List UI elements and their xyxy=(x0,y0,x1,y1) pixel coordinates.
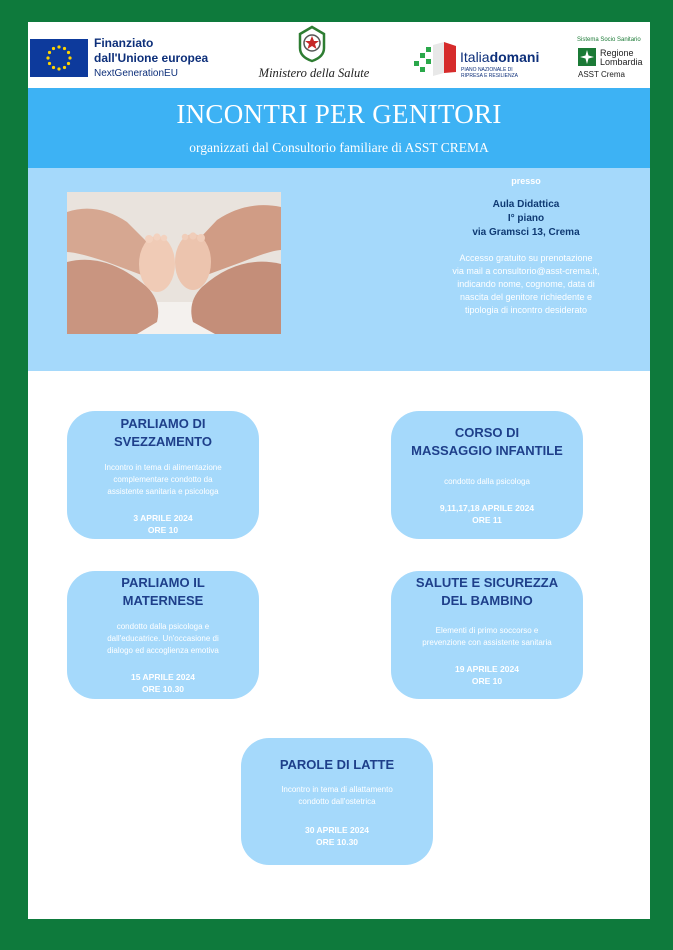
event-card-maternese: PARLIAMO IL MATERNESE condotto dalla psi… xyxy=(67,571,259,699)
access-line-2: via mail a consultorio@asst-crema.it, xyxy=(452,266,600,276)
event-title-line-2: DEL BAMBINO xyxy=(441,593,533,608)
event-desc-line-3: dialogo ed accoglienza emotiva xyxy=(107,646,219,655)
event-date: 19 APRILE 2024 xyxy=(455,664,519,674)
eu-flag-icon xyxy=(30,39,88,77)
baby-feet-photo xyxy=(67,192,281,334)
italia-name-regular: Italia xyxy=(460,49,490,65)
italia-domani-icon xyxy=(414,42,456,76)
eu-line-2: dall'Unione europea xyxy=(94,51,209,65)
access-line-5: tipologia di incontro desiderato xyxy=(464,305,588,315)
event-title-line-1: PARLIAMO IL xyxy=(121,575,205,590)
event-title: PARLIAMO DI SVEZZAMENTO xyxy=(81,415,245,451)
event-description: Incontro in tema di allattamento condott… xyxy=(255,784,419,808)
event-date: 9,11,17,18 APRILE 2024 xyxy=(439,503,535,513)
italia-domani-subtitle: PIANO NAZIONALE DI RIPRESA E RESILIENZA xyxy=(461,67,518,79)
event-title-line-2: MATERNESE xyxy=(122,593,204,608)
event-title: PARLIAMO IL MATERNESE xyxy=(81,574,245,610)
event-time: ORE 10.30 xyxy=(141,684,185,694)
event-desc-line-2: dall'educatrice. Un'occasione di xyxy=(107,634,219,643)
regione-name-line-2: Lombardia xyxy=(600,57,643,67)
page-title: INCONTRI PER GENITORI xyxy=(176,99,502,129)
italia-domani-name: Italiadomani xyxy=(460,49,539,65)
event-time: ORE 10 xyxy=(147,525,179,535)
event-time: ORE 10 xyxy=(471,676,503,686)
event-title-line-1: SALUTE E SICUREZZA xyxy=(415,575,559,590)
italia-name-bold: domani xyxy=(489,49,540,65)
event-title: PAROLE DI LATTE xyxy=(255,756,419,774)
address-line-1: Aula Didattica xyxy=(492,199,560,210)
regione-system-label: Sistema Socio Sanitario xyxy=(577,37,641,43)
event-title-line-2: SVEZZAMENTO xyxy=(114,434,212,449)
address-line-2: I° piano xyxy=(507,213,545,224)
event-title-line-1: PARLIAMO DI xyxy=(120,416,206,431)
event-title: SALUTE E SICUREZZA DEL BAMBINO xyxy=(405,574,569,610)
info-band: presso Aula Didattica I° piano via Grams… xyxy=(28,168,650,371)
event-desc-line-2: prevenzione con assistente sanitaria xyxy=(422,638,552,647)
access-line-4: nascita del genitore richiedente e xyxy=(459,292,593,302)
event-description: Incontro in tema di alimentazione comple… xyxy=(81,462,245,498)
ministry-logo-text: Ministero della Salute xyxy=(258,66,370,80)
event-desc-line-1: condotto dalla psicologa xyxy=(444,477,530,486)
page-subtitle: organizzati dal Consultorio familiare di… xyxy=(189,140,489,155)
event-description: condotto dalla psicologa e dall'educatri… xyxy=(81,621,245,657)
event-desc-line-2: condotto dall'ostetrica xyxy=(298,797,376,806)
eu-line-3: NextGenerationEU xyxy=(94,68,178,79)
event-card-parole-di-latte: PAROLE DI LATTE Incontro in tema di alla… xyxy=(241,738,433,865)
regione-name: Regione Lombardia xyxy=(600,49,643,67)
flyer-page: Finanziato dall'Unione europea NextGener… xyxy=(28,22,650,919)
event-title: CORSO DI MASSAGGIO INFANTILE xyxy=(405,424,569,460)
event-time: ORE 10.30 xyxy=(315,837,359,847)
event-card-massaggio: CORSO DI MASSAGGIO INFANTILE condotto da… xyxy=(391,411,583,539)
regione-lombardia-icon xyxy=(578,48,596,66)
event-date: 15 APRILE 2024 xyxy=(131,672,195,682)
address-block: Aula Didattica I° piano via Gramsci 13, … xyxy=(406,198,646,240)
access-line-3: indicando nome, cognome, data di xyxy=(457,279,595,289)
access-info: Accesso gratuito su prenotazione via mai… xyxy=(406,252,646,317)
location-info: presso Aula Didattica I° piano via Grams… xyxy=(406,176,646,317)
event-title-line-1: CORSO DI xyxy=(454,425,520,440)
italian-emblem-icon xyxy=(298,25,326,63)
access-line-1: Accesso gratuito su prenotazione xyxy=(459,253,593,263)
event-desc-line-1: Incontro in tema di allattamento xyxy=(281,785,393,794)
event-desc-line-1: Incontro in tema di alimentazione xyxy=(104,463,222,472)
event-description: condotto dalla psicologa xyxy=(405,476,569,488)
event-title-line-2: MASSAGGIO INFANTILE xyxy=(411,443,563,458)
asst-crema-label: ASST Crema xyxy=(578,70,625,79)
event-time: ORE 11 xyxy=(472,515,502,525)
event-desc-line-1: Elementi di primo soccorso e xyxy=(435,626,539,635)
eu-line-1: Finanziato xyxy=(94,36,154,50)
address-line-3: via Gramsci 13, Crema xyxy=(472,227,580,238)
event-date: 30 APRILE 2024 xyxy=(305,825,369,835)
presso-label: presso xyxy=(511,176,541,186)
event-desc-line-1: condotto dalla psicologa e xyxy=(116,622,210,631)
event-description: Elementi di primo soccorso e prevenzione… xyxy=(405,625,569,649)
event-date: 3 APRILE 2024 xyxy=(133,513,193,523)
eu-funding-label: Finanziato dall'Unione europea NextGener… xyxy=(94,36,208,81)
event-desc-line-3: assistente sanitaria e psicologa xyxy=(107,487,219,496)
event-desc-line-2: complementare condotto da xyxy=(113,475,213,484)
event-card-salute: SALUTE E SICUREZZA DEL BAMBINO Elementi … xyxy=(391,571,583,699)
event-card-svezzamento: PARLIAMO DI SVEZZAMENTO Incontro in tema… xyxy=(67,411,259,539)
title-band: INCONTRI PER GENITORI organizzati dal Co… xyxy=(28,88,650,168)
logo-bar: Finanziato dall'Unione europea NextGener… xyxy=(28,22,650,88)
regione-name-line-1: Regione xyxy=(600,48,634,58)
event-title-line-1: PAROLE DI LATTE xyxy=(279,757,395,772)
